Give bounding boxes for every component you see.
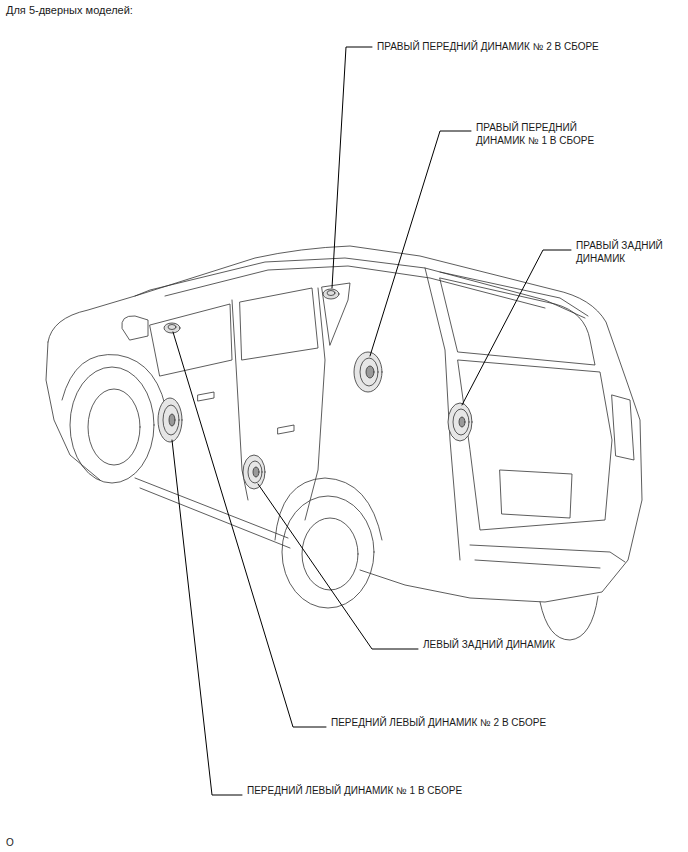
rear-wheel xyxy=(282,496,374,608)
wheel-arch xyxy=(62,355,168,420)
car-roof xyxy=(135,258,585,318)
sill xyxy=(135,478,288,538)
leader-line xyxy=(332,47,372,288)
leader-line xyxy=(258,484,418,649)
side-window xyxy=(150,304,232,376)
side-window xyxy=(240,288,318,360)
rear-window xyxy=(440,278,595,365)
door-handle xyxy=(278,425,294,434)
part-name: ПРАВЫЙ ЗАДНИЙ ДИНАМИК xyxy=(576,239,676,265)
speaker-rr xyxy=(448,403,472,441)
rear-bumper xyxy=(475,560,600,568)
leader-line xyxy=(172,440,242,795)
part-name: ПЕРЕДНИЙ ЛЕВЫЙ ДИНАМИК № 2 В СБОРЕ xyxy=(331,716,546,729)
leader-line xyxy=(370,131,471,356)
door-handle xyxy=(198,392,214,401)
wheel-arch xyxy=(275,478,382,540)
figure-title: Для 5-дверных моделей: xyxy=(6,4,133,17)
speaker-lr xyxy=(243,455,265,489)
part-name: ПЕРЕДНИЙ ЛЕВЫЙ ДИНАМИК № 1 В СБОРЕ xyxy=(247,784,462,797)
car-body xyxy=(48,246,642,602)
rear-spoiler xyxy=(440,272,588,316)
speaker-lf1 xyxy=(158,398,182,442)
side-window xyxy=(322,283,350,345)
front-wheel xyxy=(88,389,140,465)
front-wheel xyxy=(70,367,154,483)
rear-bumper xyxy=(470,545,625,562)
rear-right-wheel xyxy=(540,596,598,640)
figure-code: O xyxy=(6,836,14,849)
car-roof-rail xyxy=(165,266,545,308)
part-name: ПРАВЫЙ ПЕРЕДНИЙ ДИНАМИК № 2 В СБОРЕ xyxy=(377,40,599,53)
license-plate xyxy=(500,470,572,518)
mirror xyxy=(122,316,148,340)
car-body xyxy=(46,342,100,480)
part-name: ПРАВЫЙ ПЕРЕДНИЙ ДИНАМИК № 1 В СБОРЕ xyxy=(476,121,616,147)
leader-line xyxy=(462,250,571,405)
door-line xyxy=(305,288,325,520)
leader-line xyxy=(173,332,326,727)
speaker-rf2 xyxy=(323,289,339,299)
tail-light xyxy=(612,395,634,460)
tailgate xyxy=(458,360,612,530)
rear-wheel xyxy=(302,518,358,590)
speaker-rf1 xyxy=(354,352,382,392)
speaker-lf2 xyxy=(164,323,180,333)
part-name: ЛЕВЫЙ ЗАДНИЙ ДИНАМИК xyxy=(423,638,555,651)
